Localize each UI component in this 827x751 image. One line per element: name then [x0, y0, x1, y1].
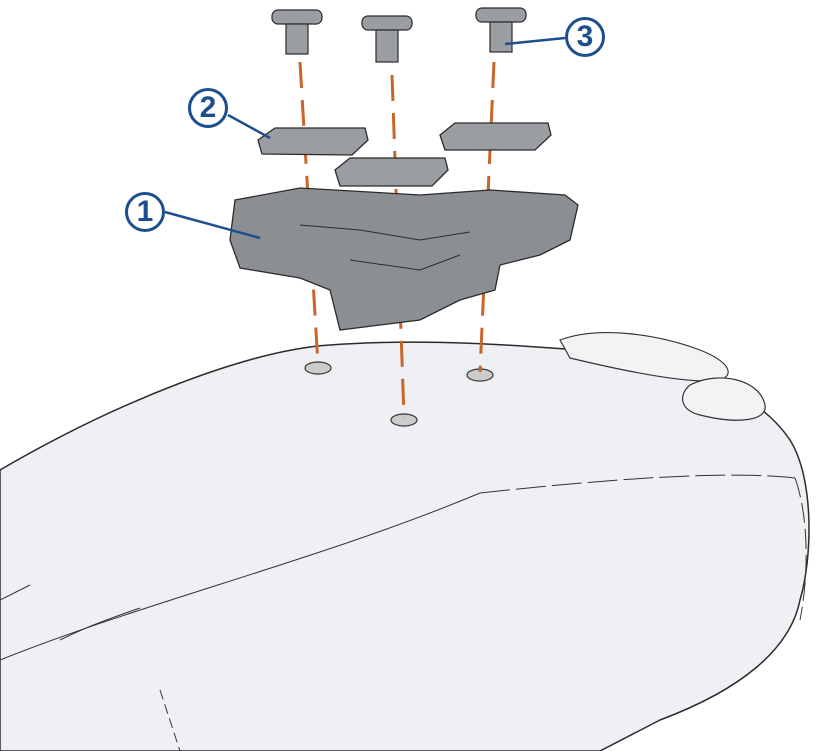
callout-1: 1 — [125, 192, 165, 232]
mount — [229, 187, 579, 331]
plates — [257, 122, 552, 187]
screws — [271, 7, 527, 63]
callout-2: 2 — [188, 88, 228, 128]
screw-holes — [304, 361, 494, 427]
leader-lines — [164, 36, 566, 240]
bumper — [559, 332, 766, 421]
callout-3: 3 — [565, 17, 605, 57]
